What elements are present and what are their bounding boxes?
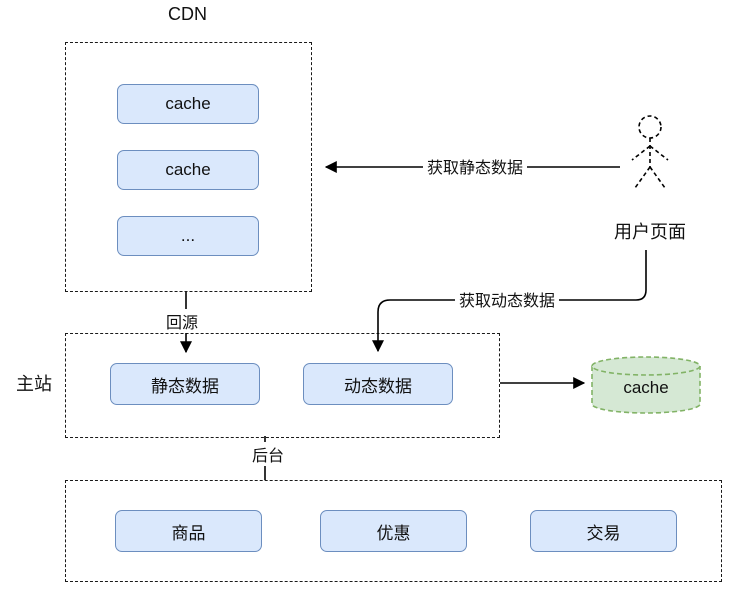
cdn-cache-node-2: cache	[117, 150, 259, 190]
actor-leg-left	[634, 166, 651, 189]
actor-arm-left	[631, 145, 651, 161]
actor-head	[638, 115, 662, 139]
cdn-title: CDN	[168, 4, 207, 24]
edge-label-dynamic-fetch: 获取动态数据	[454, 287, 560, 311]
user-actor-icon	[631, 115, 669, 189]
edge-label-static-fetch: 获取静态数据	[422, 154, 528, 178]
actor-arm-right	[649, 145, 669, 161]
goods-node: 商品	[115, 510, 262, 552]
static-data-node: 静态数据	[110, 363, 260, 405]
edge-label-backend: 后台	[247, 442, 289, 466]
trade-node: 交易	[530, 510, 677, 552]
cdn-container-box	[65, 42, 312, 292]
backend-container-box	[65, 480, 722, 582]
dynamic-data-node: 动态数据	[303, 363, 453, 405]
cdn-cache-node-1: cache	[117, 84, 259, 124]
main-site-label: 主站	[16, 374, 52, 394]
cache-cylinder-label: cache	[623, 378, 669, 397]
user-page-label: 用户页面	[614, 222, 686, 242]
actor-leg-right	[649, 166, 666, 189]
edge-label-origin-pull: 回源	[161, 309, 203, 333]
main-site-container-box	[65, 333, 500, 438]
cdn-cache-node-ellipsis: ...	[117, 216, 259, 256]
promotion-node: 优惠	[320, 510, 467, 552]
